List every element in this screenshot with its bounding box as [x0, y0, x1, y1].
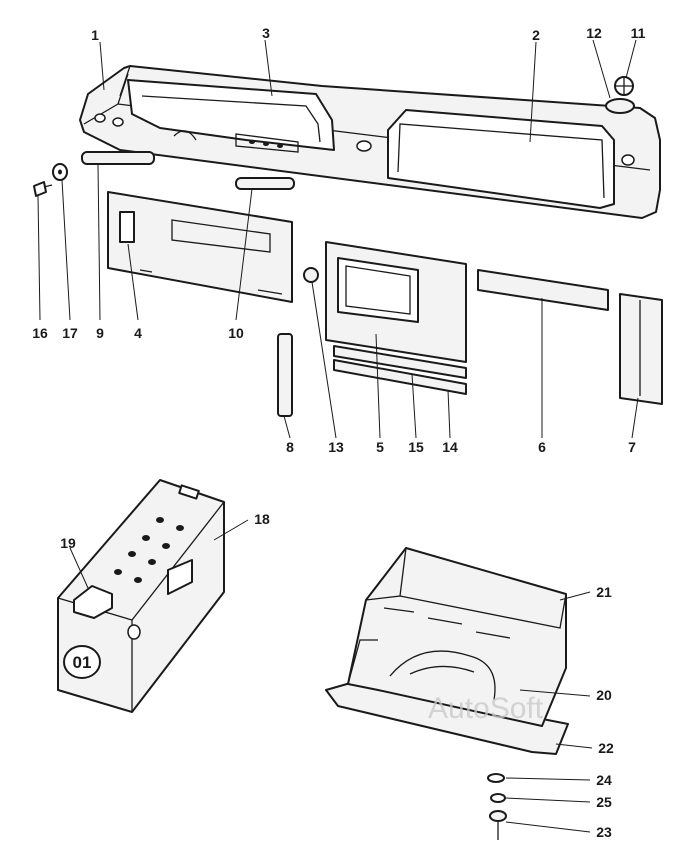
- side-panel-7: [619, 293, 663, 405]
- knob-13: [303, 267, 319, 283]
- washer-25: [490, 793, 506, 803]
- callout-18: 18: [254, 511, 270, 527]
- dashboard-panel: [79, 65, 661, 219]
- callout-2: 2: [532, 27, 540, 43]
- callout-1: 1: [91, 27, 99, 43]
- watermark: AutoSoft: [428, 692, 544, 725]
- callout-10: 10: [228, 325, 244, 341]
- bolt-23: [489, 810, 507, 840]
- strip-14: [333, 359, 467, 395]
- switch-box: [57, 479, 225, 713]
- callout-7: 7: [628, 439, 636, 455]
- callout-5: 5: [376, 439, 384, 455]
- callout-20: 20: [596, 687, 612, 703]
- box-badge: 01: [73, 653, 92, 672]
- strip-8: [277, 333, 293, 417]
- rail-6: [477, 269, 609, 311]
- callout-6: 6: [538, 439, 546, 455]
- washer-24: [487, 773, 505, 783]
- callout-3: 3: [262, 25, 270, 41]
- callout-19: 19: [60, 535, 76, 551]
- callout-16: 16: [32, 325, 48, 341]
- rail-9: [81, 151, 155, 165]
- screw-and-washer: [33, 163, 68, 197]
- callout-17: 17: [62, 325, 78, 341]
- leader-lines: [37, 39, 639, 833]
- callout-14: 14: [442, 439, 458, 455]
- callout-12: 12: [586, 25, 602, 41]
- callout-15: 15: [408, 439, 424, 455]
- callout-11: 11: [631, 25, 646, 41]
- callout-4: 4: [134, 325, 142, 341]
- lid-panel-4: [107, 191, 293, 303]
- callout-24: 24: [596, 772, 612, 788]
- rail-10: [235, 177, 295, 190]
- callout-9: 9: [96, 325, 104, 341]
- callout-13: 13: [328, 439, 344, 455]
- callout-21: 21: [596, 584, 612, 600]
- callout-8: 8: [286, 439, 294, 455]
- floor-tray: [325, 547, 569, 755]
- callout-25: 25: [596, 794, 612, 810]
- filler-cap: [605, 76, 635, 114]
- callout-23: 23: [596, 824, 612, 840]
- callout-22: 22: [598, 740, 614, 756]
- strip-15: [333, 345, 467, 379]
- window-panel-5: [325, 241, 467, 363]
